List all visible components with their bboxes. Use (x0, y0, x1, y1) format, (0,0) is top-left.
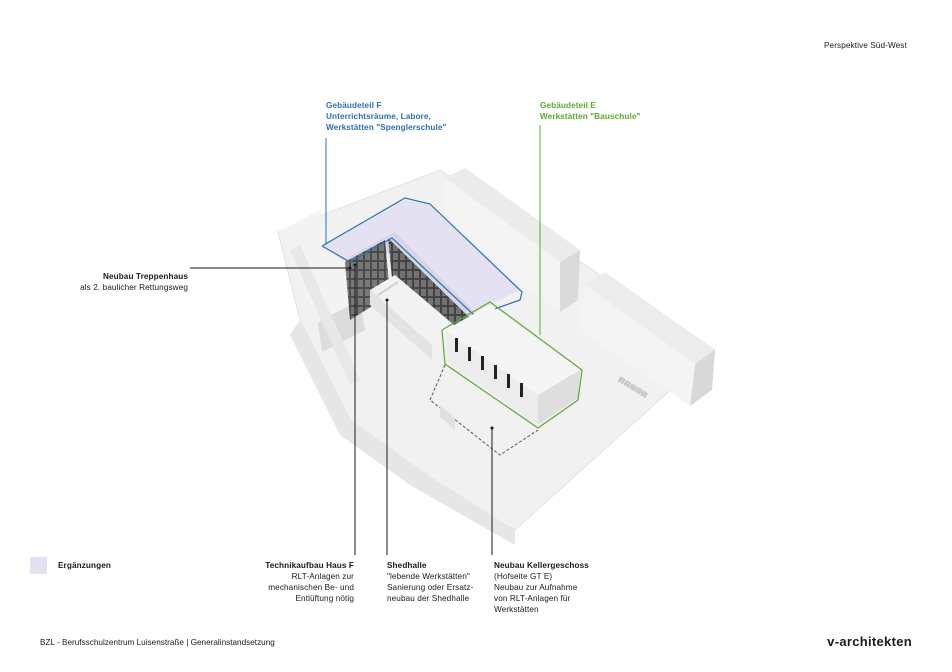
keller-label: Neubau Kellergeschoss (Hofseite GT E) Ne… (494, 560, 589, 615)
stair-title: Neubau Treppenhaus (102, 272, 188, 281)
keller-title: Neubau Kellergeschoss (494, 561, 589, 570)
view-label: Perspektive Süd-West (824, 41, 907, 50)
courtyard-blocks (440, 398, 505, 435)
building-e-outline (441, 301, 583, 429)
building-e-label: Gebäudeteil E Werkstätten "Bauschule" (540, 100, 640, 122)
technik-label: Technikaufbau Haus F RLT-Anlagen zur mec… (230, 560, 354, 604)
cellar-footprint (429, 364, 539, 456)
technik-line-1: RLT-Anlagen zur (291, 572, 354, 581)
shedhalle-line-2: Sanierung oder Ersatz- (387, 583, 474, 592)
keller-line-2: Neubau zur Aufnahme (494, 583, 578, 592)
building-f-line-1: Unterrichtsräume, Labore, (326, 112, 431, 121)
legend-label: Ergänzungen (58, 561, 111, 570)
keller-line-3: von RLT-Anlagen für (494, 594, 571, 603)
building-e (441, 301, 583, 429)
technik-title: Technikaufbau Haus F (265, 561, 354, 570)
stair-line-1: als 2. baulicher Rettungsweg (80, 283, 188, 292)
stair-label: Neubau Treppenhaus als 2. baulicher Rett… (40, 271, 188, 293)
leader-lines (190, 125, 541, 555)
building-f-title: Gebäudeteil F (326, 101, 382, 110)
shedhalle-title: Shedhalle (387, 561, 427, 570)
legend-swatch (30, 557, 47, 574)
building-f-label: Gebäudeteil F Unterrichtsräume, Labore, … (326, 100, 447, 133)
shed-hall (370, 275, 460, 360)
shedhalle-label: Shedhalle "lebende Werkstätten" Sanierun… (387, 560, 473, 604)
building-f-outline (321, 197, 523, 317)
building-e-title: Gebäudeteil E (540, 101, 596, 110)
brand-logo: v-architekten (827, 634, 912, 649)
keller-line-1: (Hofseite GT E) (494, 572, 553, 581)
keller-line-4: Werkstätten (494, 605, 539, 614)
shedhalle-line-1: "lebende Werkstätten" (387, 572, 470, 581)
project-title: BZL - Berufsschulzentrum Luisenstraße | … (40, 638, 275, 647)
technik-line-3: Entlüftung nötig (295, 594, 354, 603)
building-f-line-2: Werkstätten "Spenglerschule" (326, 123, 447, 132)
neighbour-block-east (445, 168, 580, 312)
shedhalle-line-3: neubau der Shedhalle (387, 594, 470, 603)
technik-line-2: mechanischen Be- und (268, 583, 354, 592)
building-e-line-1: Werkstätten "Bauschule" (540, 112, 641, 121)
